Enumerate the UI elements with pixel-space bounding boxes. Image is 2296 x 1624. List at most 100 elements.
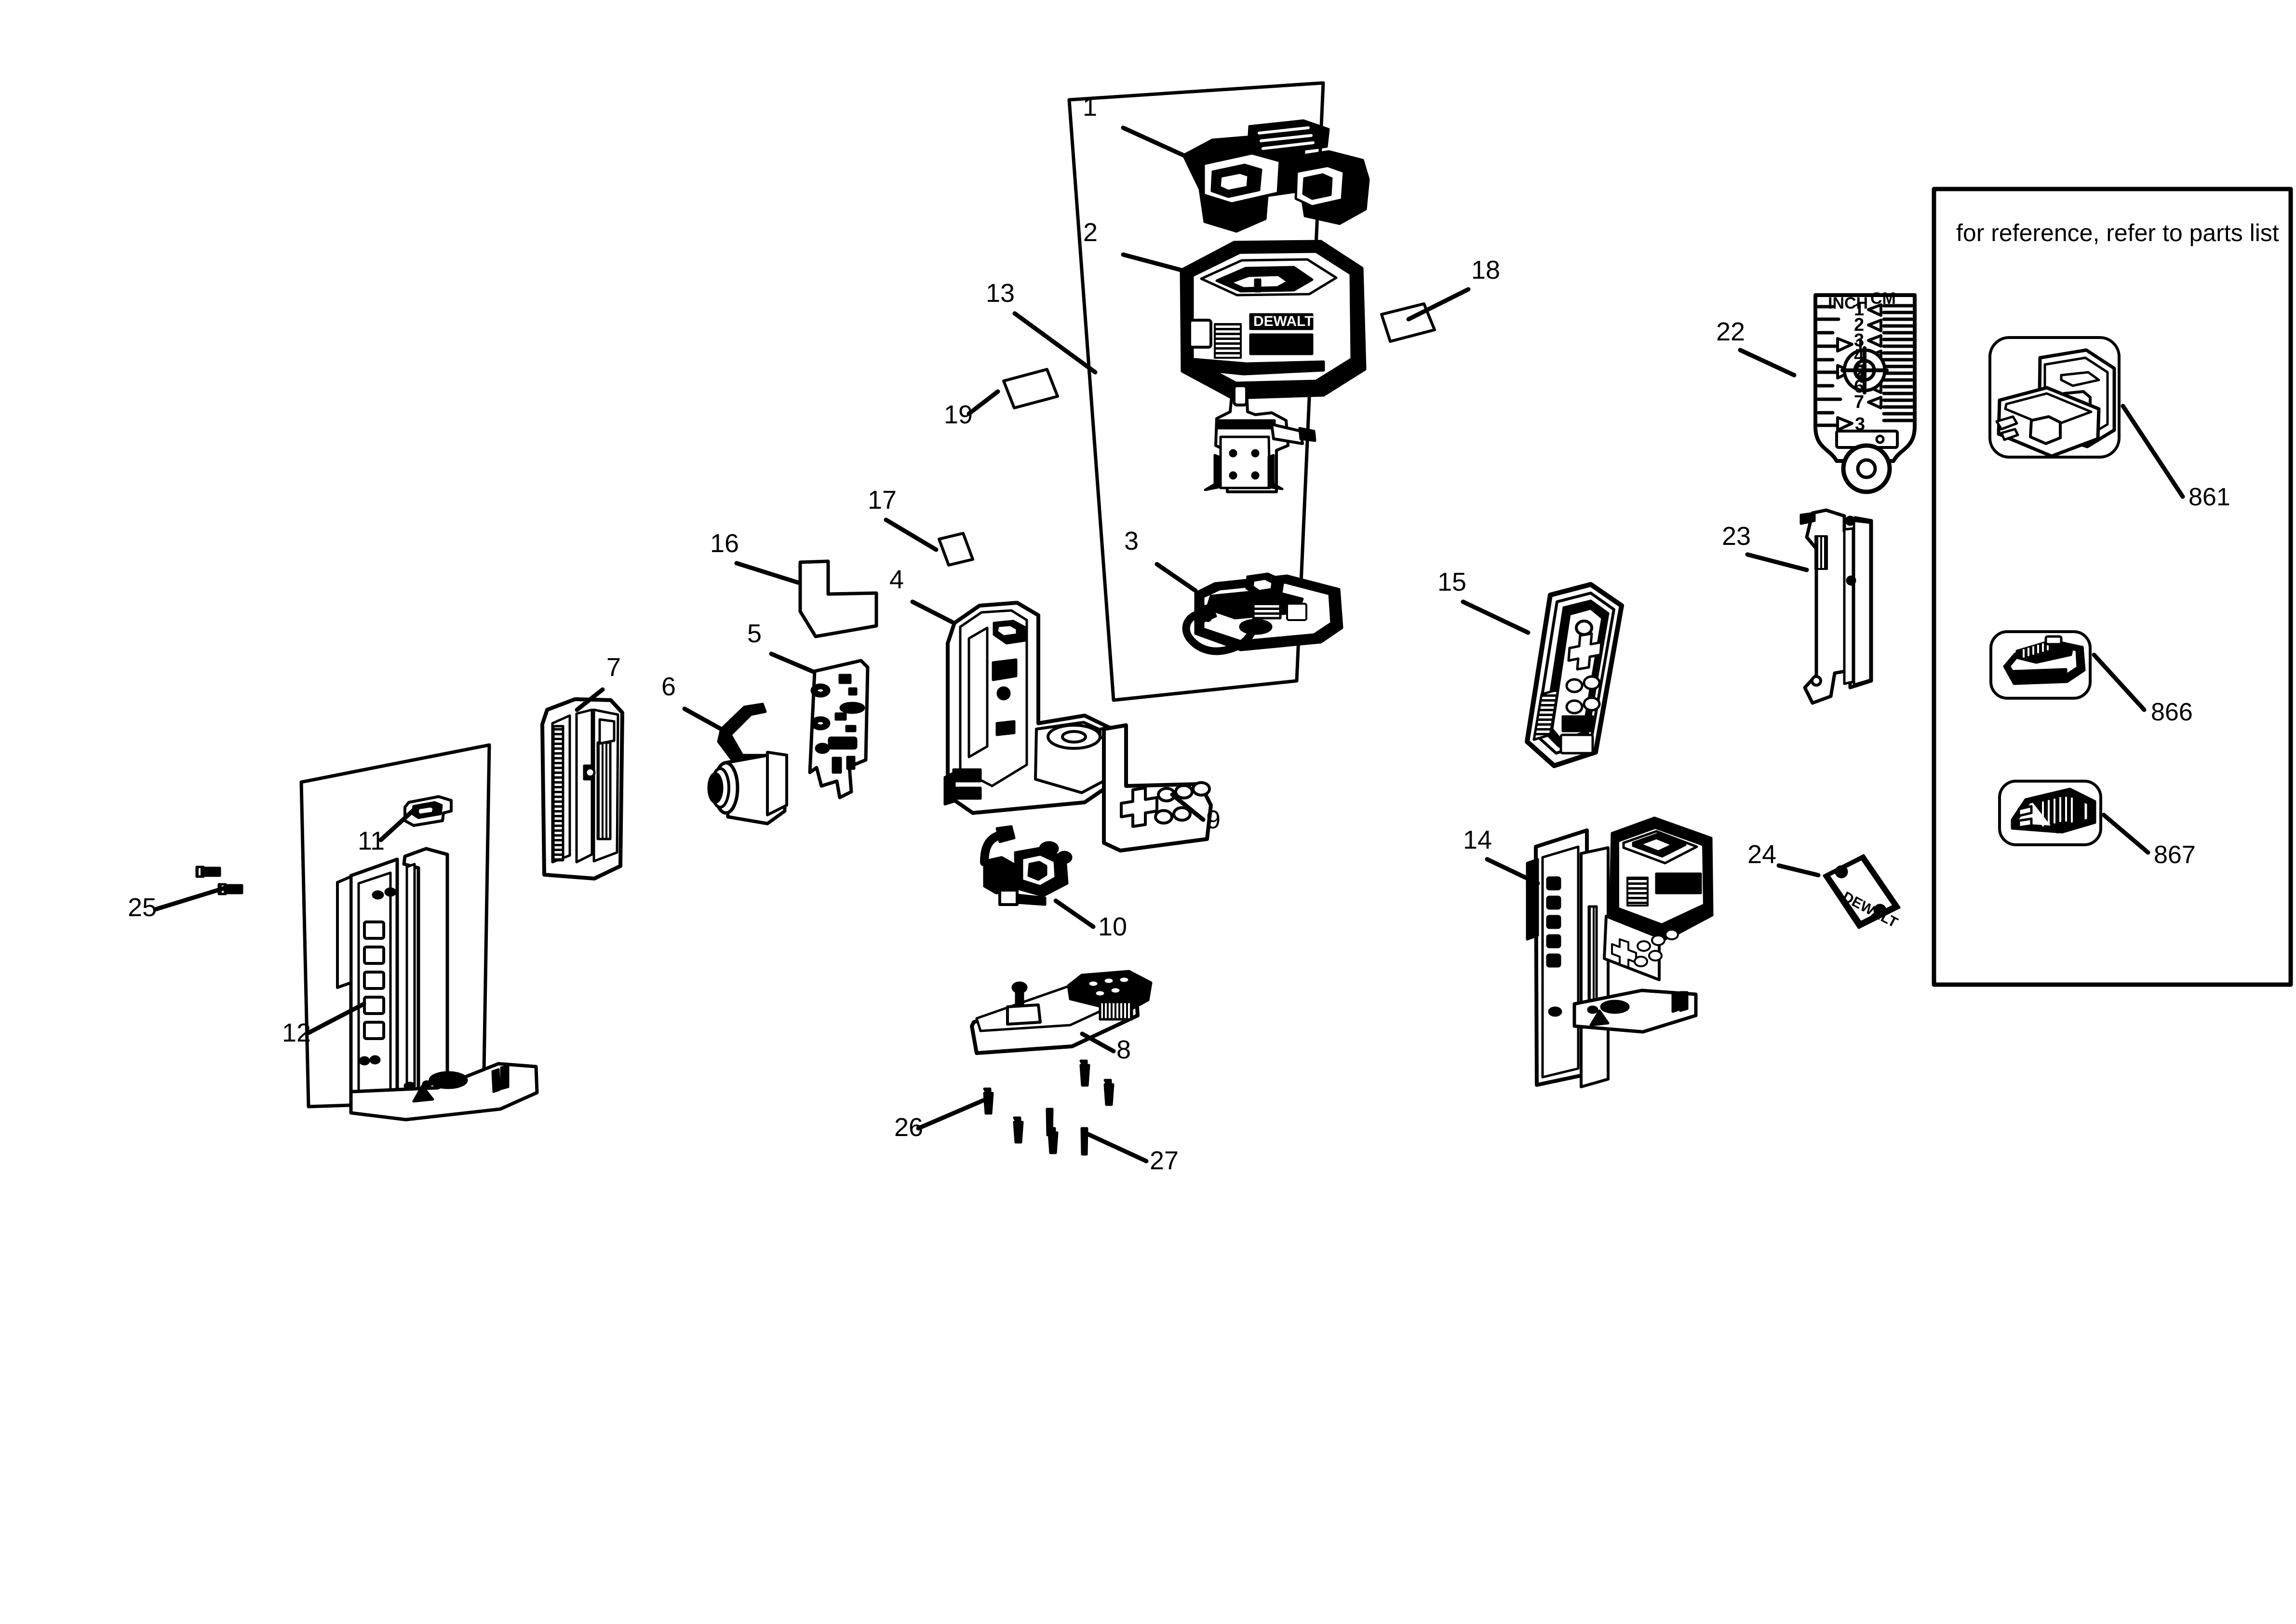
callout-number-6[interactable]: 6 — [661, 672, 676, 701]
callout-number-23[interactable]: 23 — [1722, 522, 1751, 551]
target-cm-tick-5: 5 — [1854, 361, 1864, 381]
leader-line-8 — [1080, 1031, 1116, 1054]
part-11-latch-clip — [403, 795, 453, 827]
callout-leader-lines — [153, 125, 1821, 1164]
leader-line-27 — [1081, 1130, 1149, 1164]
target-inch-label: INCH — [1828, 294, 1868, 312]
ref-number-861: 861 — [2189, 483, 2230, 511]
leader-line-25 — [153, 884, 233, 912]
reference-box — [1932, 187, 2293, 987]
target-cm-tick-2: 2 — [1854, 315, 1864, 335]
part-19-spec-label — [1002, 368, 1059, 409]
leader-line-13 — [1012, 311, 1098, 375]
leader-line-16 — [734, 561, 800, 585]
part-24-nameplate: DEWALT — [1823, 854, 1901, 931]
target-inch-tick-1: 1 — [1855, 335, 1865, 355]
leader-line-12 — [306, 1001, 366, 1035]
group-box-laser-head — [1067, 81, 1325, 702]
target-cm-tick-1: 1 — [1854, 299, 1864, 320]
leader-line-26 — [916, 1098, 986, 1131]
part-14-complete-unit — [1526, 816, 1714, 1088]
callout-number-1[interactable]: 1 — [1083, 93, 1097, 122]
callout-number-16[interactable]: 16 — [710, 529, 739, 558]
callout-number-2[interactable]: 2 — [1083, 218, 1098, 247]
part-12-mounting-bracket — [336, 847, 539, 1122]
callout-number-7[interactable]: 7 — [606, 653, 621, 682]
leader-line-22 — [1738, 348, 1797, 378]
part-23-wall-mount-bracket — [1799, 508, 1873, 705]
callout-number-11[interactable]: 11 — [358, 826, 385, 855]
part-2-upper-housing: DEWALT — [1180, 240, 1367, 400]
callout-number-4[interactable]: 4 — [889, 565, 904, 594]
leader-line-1 — [1121, 125, 1186, 158]
leader-line-9 — [1170, 792, 1206, 822]
part-mid-leveling-mechanism — [1204, 384, 1316, 493]
callout-number-13[interactable]: 13 — [986, 279, 1015, 308]
part-10-wire-harness — [980, 825, 1073, 906]
callout-number-14[interactable]: 14 — [1463, 826, 1492, 854]
callout-number-12[interactable]: 12 — [282, 1018, 311, 1047]
svg-text:DEWALT: DEWALT — [1253, 313, 1313, 329]
part-17-small-label — [938, 532, 974, 567]
target-cm-tick-6: 6 — [1854, 377, 1864, 397]
callout-number-24[interactable]: 24 — [1747, 840, 1776, 869]
leader-line-23 — [1745, 552, 1809, 572]
part-9-keypad-overlay — [1099, 723, 1213, 853]
leader-line-19 — [967, 389, 1000, 416]
target-cm-tick-4: 4 — [1854, 346, 1864, 366]
callout-number-8[interactable]: 8 — [1116, 1035, 1131, 1064]
leader-line-24 — [1776, 863, 1821, 878]
leader-867 — [2101, 812, 2150, 855]
target-cm-tick-7: 7 — [1854, 392, 1864, 412]
leader-line-3 — [1155, 562, 1198, 593]
callout-numbers: 1234567891011121314151617181922232425262… — [128, 93, 1776, 1175]
callout-number-27[interactable]: 27 — [1150, 1146, 1179, 1175]
leader-866 — [2092, 652, 2147, 712]
ref-number-866: 866 — [2151, 698, 2193, 726]
reference-note: for reference, refer to parts list — [1956, 219, 2279, 246]
target-cm-tick-3: 3 — [1854, 330, 1864, 351]
part-15-remote-control — [1525, 582, 1624, 768]
callout-number-26[interactable]: 26 — [894, 1113, 923, 1142]
part-3-base-electronics — [1182, 572, 1343, 655]
callout-number-19[interactable]: 19 — [944, 400, 973, 429]
leader-line-7 — [575, 687, 605, 712]
callout-number-22[interactable]: 22 — [1716, 317, 1745, 346]
leader-line-14 — [1485, 857, 1540, 886]
leader-line-10 — [1053, 898, 1096, 929]
part-16-foam-insert — [798, 559, 878, 638]
callout-number-5[interactable]: 5 — [747, 619, 762, 648]
part-6-motor-rotor — [707, 703, 788, 826]
part-4-inner-frame — [943, 601, 1120, 815]
leader-line-6 — [682, 706, 724, 731]
part-8-base-plate — [970, 970, 1153, 1055]
part-867-charger — [1998, 780, 2102, 846]
leader-861 — [2121, 404, 2185, 499]
part-866-battery-pack — [1989, 630, 2092, 700]
leader-line-2 — [1121, 252, 1183, 272]
leader-line-11 — [378, 808, 416, 842]
target-cm-label: CM — [1870, 289, 1896, 308]
part-861-kit-case — [1988, 336, 2121, 459]
leader-line-18 — [1406, 287, 1471, 322]
target-inch-tick-2: 2 — [1855, 362, 1865, 382]
callout-number-15[interactable]: 15 — [1437, 568, 1466, 596]
leader-line-15 — [1461, 599, 1531, 635]
callout-number-10[interactable]: 10 — [1098, 912, 1127, 941]
callout-number-9[interactable]: 9 — [1206, 805, 1221, 834]
callout-number-25[interactable]: 25 — [128, 893, 157, 922]
ref-number-867: 867 — [2154, 841, 2196, 869]
callout-number-17[interactable]: 17 — [868, 486, 897, 514]
leader-line-17 — [884, 517, 939, 552]
part-7-rear-slide-plate — [540, 697, 624, 880]
part-5-pcb — [808, 659, 870, 799]
part-22-target-card — [1813, 293, 1917, 494]
target-inch-tick-3: 3 — [1855, 414, 1865, 434]
callout-number-3[interactable]: 3 — [1124, 527, 1139, 555]
part-1-lens-shroud — [1182, 119, 1370, 233]
leader-line-5 — [769, 651, 816, 674]
callout-number-18[interactable]: 18 — [1471, 256, 1500, 284]
